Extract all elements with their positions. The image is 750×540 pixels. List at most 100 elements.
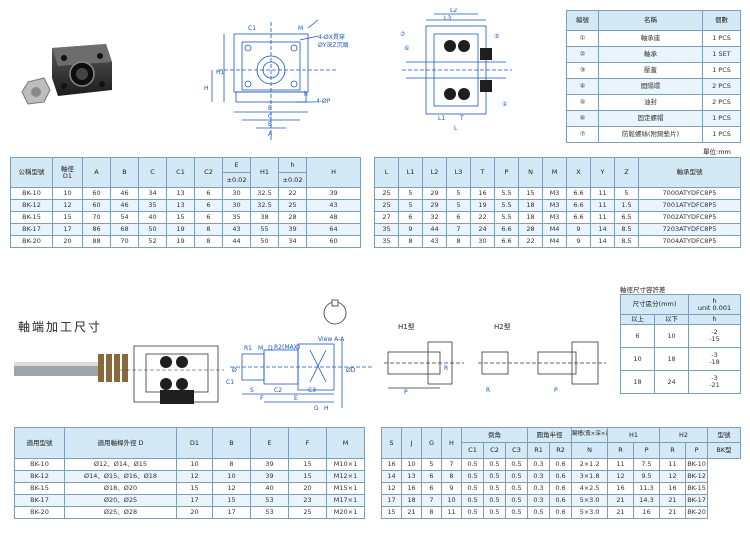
table-cell: 64 bbox=[305, 223, 362, 236]
svg-text:H1: H1 bbox=[216, 69, 225, 76]
table-cell: 10 bbox=[52, 187, 83, 200]
tol-header-h2: h bbox=[688, 314, 741, 325]
table-cell: 16 bbox=[659, 482, 687, 495]
svg-text:P: P bbox=[554, 387, 558, 394]
tolerance-lower: -15 bbox=[709, 335, 720, 343]
main-header-h-small: h bbox=[278, 157, 307, 173]
table-cell: 39 bbox=[250, 470, 289, 483]
table-cell: 5 bbox=[446, 199, 471, 212]
table-cell: 11.3 bbox=[633, 482, 661, 495]
table-cell: 8 bbox=[446, 235, 471, 248]
table-cell: 53 bbox=[250, 506, 289, 519]
table-cell: 60 bbox=[82, 199, 111, 212]
tolerance-upper: -2 bbox=[711, 328, 718, 337]
main-header-h: H bbox=[305, 157, 362, 188]
table-cell: 43 bbox=[222, 223, 251, 236]
table-cell: 16 bbox=[607, 482, 635, 495]
table-cell: 70 bbox=[82, 211, 111, 224]
shaft-header-model-sub: BK型 bbox=[707, 442, 742, 459]
table-cell: BK-10 bbox=[10, 187, 53, 200]
table-cell: 0.6 bbox=[549, 458, 573, 471]
svg-text:C: C bbox=[268, 113, 272, 120]
table-cell: 7001ATYDFC8P5 bbox=[638, 199, 741, 212]
table-cell: 0.3 bbox=[527, 458, 551, 471]
table-cell: 11 bbox=[590, 199, 615, 212]
table-cell: 6 bbox=[421, 470, 442, 483]
table-cell: 6.6 bbox=[566, 187, 591, 200]
table-cell: 29 bbox=[422, 199, 447, 212]
table-cell: M3 bbox=[542, 211, 567, 224]
svg-text:C1: C1 bbox=[248, 25, 256, 32]
table-cell: 68 bbox=[110, 223, 139, 236]
table-cell: 44 bbox=[222, 235, 251, 248]
tol-header-below: 以下 bbox=[654, 314, 689, 325]
table-cell: 19 bbox=[166, 235, 195, 248]
table-cell: 70 bbox=[110, 235, 139, 248]
table-header-cell: 適用軸桿外徑 D bbox=[64, 427, 177, 459]
table-cell: 8 bbox=[194, 235, 223, 248]
table-cell: 48 bbox=[305, 211, 362, 224]
table-cell: ⑦ bbox=[566, 126, 599, 143]
svg-text:①: ① bbox=[502, 101, 507, 108]
tol-header-range: 尺寸區分(mm) bbox=[620, 294, 689, 315]
table-cell: 12 bbox=[52, 199, 83, 212]
table-cell: 24 bbox=[654, 370, 689, 394]
shaft-header-g: G bbox=[421, 427, 442, 459]
table-cell: 8 bbox=[194, 223, 223, 236]
svg-text:C1: C1 bbox=[226, 379, 234, 386]
svg-text:F: F bbox=[260, 395, 264, 402]
table-header-cell: B bbox=[212, 427, 251, 459]
table-cell: 6 bbox=[620, 324, 655, 348]
table-cell: 24 bbox=[470, 223, 495, 236]
svg-text:R: R bbox=[486, 387, 490, 394]
product-photo bbox=[14, 26, 116, 106]
table-cell: 0.6 bbox=[549, 494, 573, 507]
table-cell: 7 bbox=[446, 223, 471, 236]
table-cell: 13 bbox=[166, 199, 195, 212]
table-cell: 6 bbox=[421, 482, 442, 495]
shaft-header-c1: C1 bbox=[461, 442, 484, 459]
shaft-dimension-drawing: R1 M D C1 S C2 C3 F E G H ØD Ø R2(MAX) V… bbox=[226, 332, 376, 416]
table-cell: 7000ATYDFC8P5 bbox=[638, 187, 741, 200]
table-cell: 43 bbox=[305, 199, 362, 212]
table-cell: 0.5 bbox=[461, 494, 484, 507]
table-cell: 15 bbox=[288, 458, 327, 471]
table-cell: ② bbox=[566, 46, 599, 63]
table-cell: 10 bbox=[620, 347, 655, 371]
table-cell: 0.5 bbox=[504, 506, 529, 519]
shaft-table: S J G H 倒角 圓角半徑 鍵槽(寬×深×長) H1 H2 型號 C1 C2… bbox=[381, 427, 742, 519]
table-cell: 11 bbox=[607, 458, 635, 471]
svg-text:E: E bbox=[268, 105, 272, 112]
table-header-cell: Z bbox=[614, 157, 639, 188]
table-cell: 22 bbox=[518, 235, 543, 248]
table-header-cell: L bbox=[374, 157, 399, 188]
table-cell: 0.5 bbox=[461, 470, 484, 483]
table-cell: 15 bbox=[288, 470, 327, 483]
table-cell: 18 bbox=[654, 347, 689, 371]
table-cell: Ø20、Ø25 bbox=[64, 494, 177, 507]
table-cell: 14.3 bbox=[633, 494, 661, 507]
table-cell: 10 bbox=[176, 458, 213, 471]
table-cell: 18 bbox=[401, 494, 422, 507]
shaft-header-model: 型號 bbox=[707, 427, 742, 443]
shaft-header-r2: R2 bbox=[549, 442, 573, 459]
main-header-shaft-sub: D1 bbox=[62, 171, 73, 180]
tolerance-lower: -18 bbox=[709, 358, 720, 366]
table-cell: 27 bbox=[374, 211, 399, 224]
table-cell: 21 bbox=[401, 506, 422, 519]
table-cell: BK-20 bbox=[685, 506, 709, 519]
svg-text:H: H bbox=[204, 85, 209, 92]
svg-text:M: M bbox=[258, 345, 263, 352]
